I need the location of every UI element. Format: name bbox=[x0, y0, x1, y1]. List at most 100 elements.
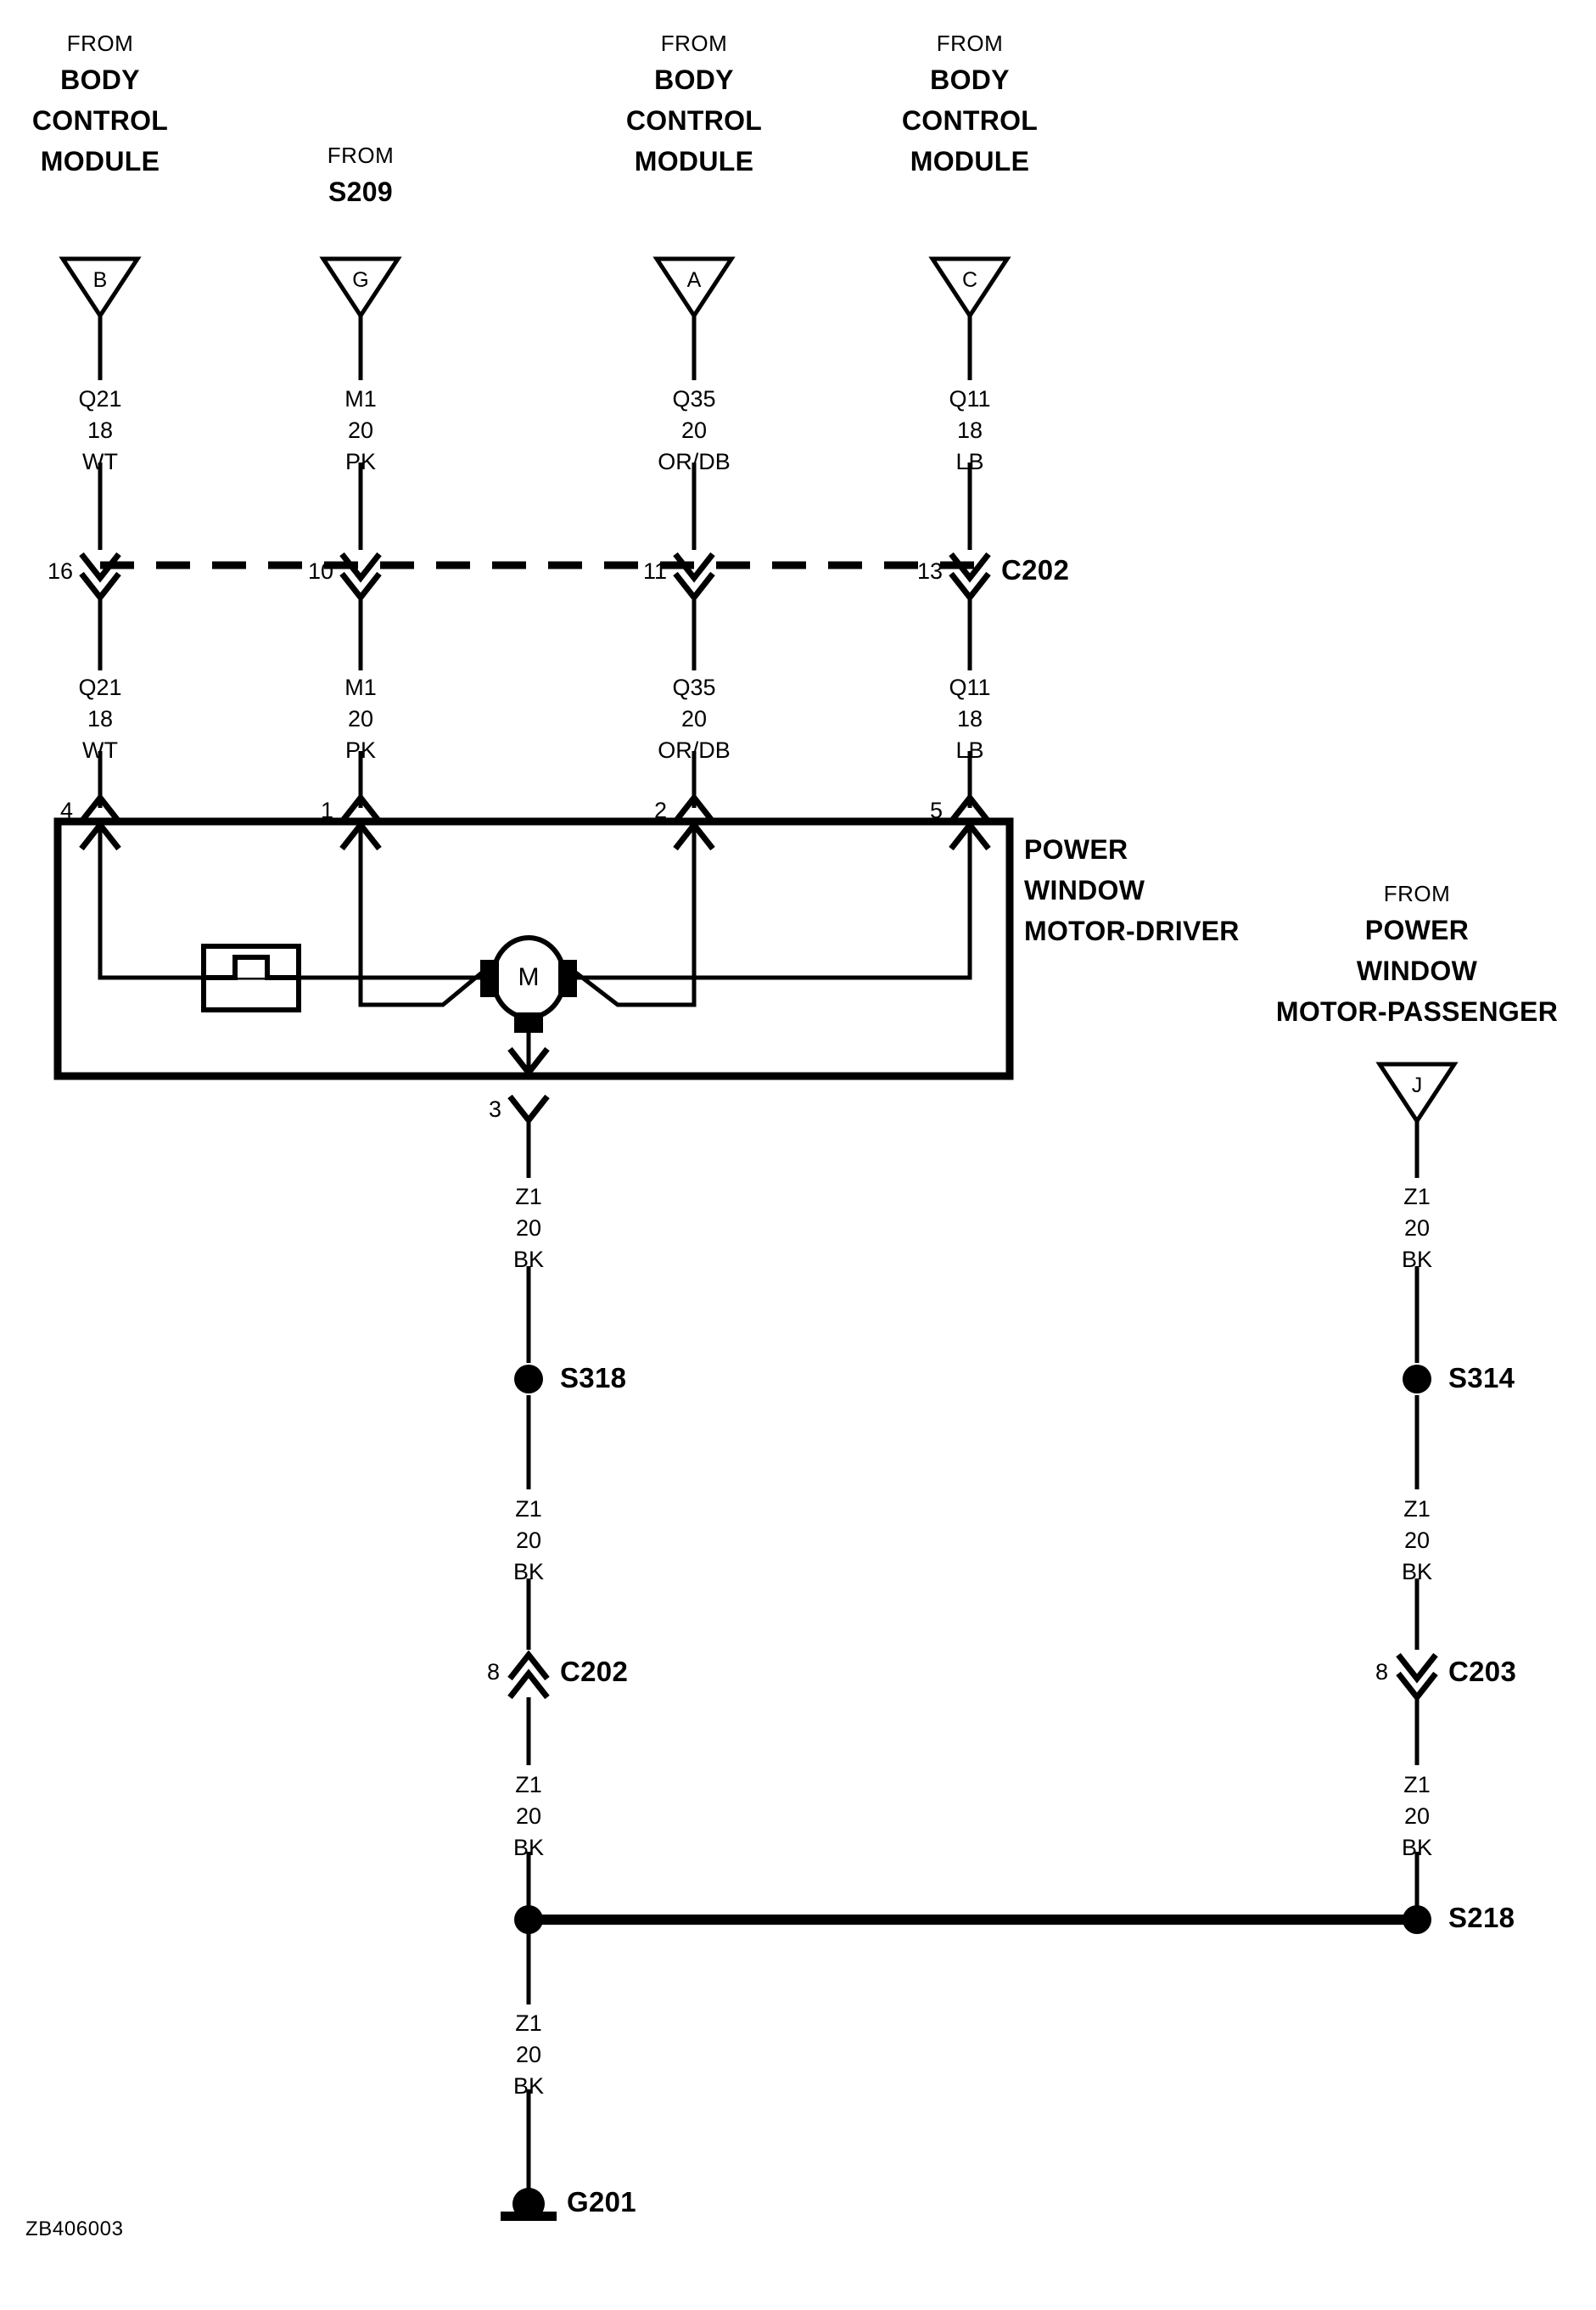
wire-label-mid-4-color: LB bbox=[955, 737, 984, 763]
wire-label-mid-2-color: PK bbox=[344, 737, 377, 763]
device-name-bcm-right-line1: BODY bbox=[930, 64, 1010, 95]
pin-number-box-3: 3 bbox=[488, 1096, 501, 1122]
wire-label-gnd-r-a-circuit: Z1 bbox=[1403, 1184, 1431, 1209]
wire-label-gnd-l-a-color: BK bbox=[512, 1247, 545, 1272]
connector-label-c202-upper: C202 bbox=[1001, 554, 1070, 586]
connector-letter-g: G bbox=[352, 268, 369, 292]
connector-label-c203: C203 bbox=[1448, 1656, 1517, 1687]
splice-label-s314: S314 bbox=[1448, 1362, 1515, 1393]
wire-label-gnd-l-d-circuit: Z1 bbox=[515, 2010, 542, 2036]
wire-label-upper-2-circuit: M1 bbox=[344, 386, 377, 412]
pin-number-box-1: 1 bbox=[320, 798, 333, 823]
wire-label-mid-4-circuit: Q11 bbox=[949, 675, 991, 700]
wire-label-mid-3-color: OR/DB bbox=[658, 737, 731, 763]
device-name-bcm-mid-line1: BODY bbox=[654, 64, 734, 95]
motor-symbol-letter: M bbox=[518, 963, 540, 991]
box-pin-3-arrow-inner bbox=[507, 1046, 550, 1078]
pin-number-c202-lower-8: 8 bbox=[486, 1659, 500, 1685]
wire-label-mid-3-circuit: Q35 bbox=[672, 675, 716, 700]
page-id: ZB406003 bbox=[25, 2217, 124, 2240]
wire-label-gnd-l-d-gauge: 20 bbox=[515, 2042, 542, 2067]
ground-symbol-g201 bbox=[501, 2188, 557, 2221]
wire-label-mid-3-gauge: 20 bbox=[680, 706, 708, 732]
wire-label-mid-1-circuit: Q21 bbox=[78, 675, 122, 700]
wire-label-gnd-l-c-color: BK bbox=[512, 1835, 545, 1860]
device-box-label-line3: MOTOR-DRIVER bbox=[1024, 916, 1240, 946]
device-name-bcm-left-line3: MODULE bbox=[40, 146, 160, 177]
from-caption-pw-motor-passenger: FROM bbox=[1383, 881, 1451, 906]
wire-label-upper-2-gauge: 20 bbox=[347, 418, 374, 443]
wire-label-upper-3-circuit: Q35 bbox=[672, 386, 716, 412]
connector-triangle-b bbox=[59, 256, 142, 320]
splice-dot-s318 bbox=[514, 1365, 543, 1393]
wire-label-gnd-r-b-gauge: 20 bbox=[1403, 1528, 1431, 1553]
pin-number-c202-11: 11 bbox=[642, 558, 667, 584]
wire-label-upper-1-gauge: 18 bbox=[87, 418, 114, 443]
from-caption-bcm-left: FROM bbox=[66, 31, 134, 56]
wire-label-upper-4-color: LB bbox=[955, 449, 984, 474]
connector-chevron-c202-pin10 bbox=[339, 552, 382, 603]
device-name-bcm-left-line1: BODY bbox=[60, 64, 140, 95]
wire-label-gnd-r-b-circuit: Z1 bbox=[1403, 1496, 1431, 1522]
internal-wire-pin5 bbox=[570, 821, 972, 980]
pin-number-box-4: 4 bbox=[59, 798, 73, 823]
wire-label-gnd-l-b-color: BK bbox=[512, 1559, 545, 1584]
wire-label-mid-1-gauge: 18 bbox=[87, 706, 114, 732]
connector-chevron-c202-pin13 bbox=[949, 552, 991, 603]
wire-label-gnd-r-b-color: BK bbox=[1401, 1559, 1433, 1584]
internal-wire-pin2 bbox=[568, 821, 697, 1007]
wire-label-mid-4-gauge: 18 bbox=[956, 706, 983, 732]
wire-label-gnd-r-a-gauge: 20 bbox=[1403, 1215, 1431, 1241]
from-caption-s209: FROM bbox=[327, 143, 395, 168]
connector-letter-j: J bbox=[1411, 1074, 1423, 1097]
connector-chevron-c203-pin8 bbox=[1396, 1652, 1438, 1702]
device-name-bcm-right-line2: CONTROL bbox=[901, 105, 1039, 136]
wire-label-gnd-l-c-circuit: Z1 bbox=[515, 1772, 542, 1797]
device-name-bcm-right-line3: MODULE bbox=[910, 146, 1030, 177]
from-caption-bcm-mid: FROM bbox=[660, 31, 728, 56]
splice-label-s318: S318 bbox=[560, 1362, 627, 1393]
splice-dot-s314 bbox=[1403, 1365, 1431, 1393]
connector-letter-c: C bbox=[961, 268, 978, 292]
wire-label-mid-2-gauge: 20 bbox=[347, 706, 374, 732]
internal-wire-pin4 bbox=[98, 821, 487, 980]
pin-number-box-2: 2 bbox=[653, 798, 667, 823]
device-name-bcm-mid-line2: CONTROL bbox=[625, 105, 763, 136]
connector-triangle-g bbox=[319, 256, 402, 320]
connector-chevron-c202-pin11 bbox=[673, 552, 715, 603]
connector-triangle-j bbox=[1375, 1062, 1459, 1125]
connector-chevron-c202-pin16 bbox=[79, 552, 121, 603]
wire-label-gnd-l-b-circuit: Z1 bbox=[515, 1496, 542, 1522]
from-caption-bcm-right: FROM bbox=[936, 31, 1004, 56]
breaker-notch bbox=[204, 955, 299, 980]
box-pin-3-arrow-outer bbox=[507, 1094, 550, 1125]
device-box-label-line2: WINDOW bbox=[1024, 875, 1145, 905]
wire-label-gnd-l-b-gauge: 20 bbox=[515, 1528, 542, 1553]
wire-label-gnd-r-c-circuit: Z1 bbox=[1403, 1772, 1431, 1797]
wire-label-upper-1-circuit: Q21 bbox=[78, 386, 122, 412]
device-name-pw-passenger-line1: POWER bbox=[1364, 915, 1470, 945]
wire-label-upper-1-color: WT bbox=[82, 449, 118, 474]
pin-number-c203-8: 8 bbox=[1375, 1659, 1388, 1685]
connector-triangle-c bbox=[928, 256, 1011, 320]
wire-label-gnd-l-a-circuit: Z1 bbox=[515, 1184, 542, 1209]
motor-terminal-left bbox=[480, 960, 499, 997]
connector-chevron-c202-pin8 bbox=[507, 1650, 550, 1700]
connector-label-c202-lower: C202 bbox=[560, 1656, 629, 1687]
connector-letter-b: B bbox=[92, 268, 108, 292]
wire-label-mid-2-circuit: M1 bbox=[344, 675, 377, 700]
motor-terminal-bottom bbox=[514, 1012, 543, 1033]
wire-label-upper-2-color: PK bbox=[344, 449, 377, 474]
wire-label-upper-3-gauge: 20 bbox=[680, 418, 708, 443]
connector-triangle-a bbox=[652, 256, 736, 320]
ground-label-g201: G201 bbox=[567, 2186, 636, 2217]
wire-label-mid-1-color: WT bbox=[82, 737, 118, 763]
connector-letter-a: A bbox=[686, 268, 702, 292]
wire-label-gnd-r-c-color: BK bbox=[1401, 1835, 1433, 1860]
wire-label-gnd-r-c-gauge: 20 bbox=[1403, 1803, 1431, 1829]
device-box-outline bbox=[53, 817, 1014, 1080]
pin-number-box-5: 5 bbox=[929, 798, 943, 823]
splice-dot-s218-right bbox=[1403, 1905, 1431, 1934]
